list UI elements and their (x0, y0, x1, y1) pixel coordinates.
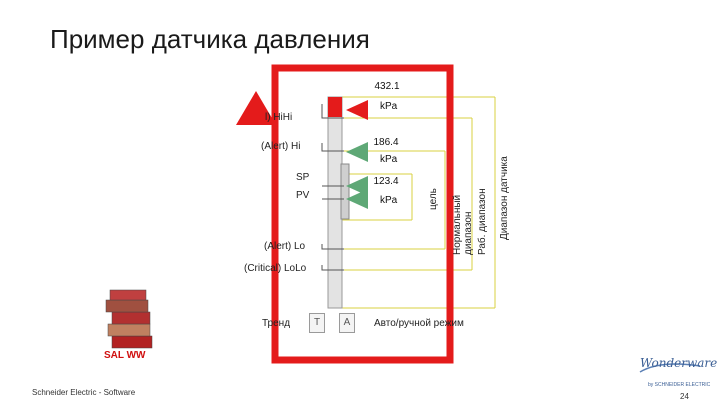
brand-sub: by SCHNEIDER ELECTRIC (648, 382, 710, 388)
label-hi: (Alert) Hi (261, 141, 300, 152)
hi-unit: kPa (380, 154, 397, 165)
trend-button[interactable]: T (309, 313, 325, 333)
label-lo: (Alert) Lo (264, 241, 305, 252)
range-sensor: Диапазон датчика (499, 156, 510, 240)
label-hihi: l) HiHi (265, 112, 292, 123)
label-pv: PV (296, 190, 309, 201)
hihi-unit: kPa (380, 101, 397, 112)
pv-unit: kPa (380, 195, 397, 206)
auto-manual-button[interactable]: A (339, 313, 355, 333)
logo-text: SAL WW (104, 350, 145, 361)
top-value: 432.1 (362, 81, 412, 92)
range-work: Раб. диапазон (477, 188, 488, 255)
books-logo-icon (106, 290, 152, 348)
footer-company: Schneider Electric - Software (32, 388, 135, 397)
brand-logo: Wonderware (640, 356, 717, 370)
setpoint-block (341, 164, 349, 219)
mode-label: Авто/ручной режим (374, 318, 464, 329)
range-normal-2: диапазон (463, 212, 474, 255)
label-sp: SP (296, 172, 309, 183)
pv-value: 123.4 (361, 176, 411, 187)
page-number: 24 (680, 392, 689, 401)
range-normal: Нормальный (452, 195, 463, 255)
range-goal: цель (428, 188, 439, 210)
hihi-zone (328, 97, 342, 117)
trend-label: Тренд (262, 318, 290, 329)
gauge-bar (328, 97, 342, 308)
hi-value: 186.4 (361, 137, 411, 148)
hihi-pointer-icon (346, 100, 368, 120)
label-lolo: (Critical) LoLo (244, 263, 306, 274)
